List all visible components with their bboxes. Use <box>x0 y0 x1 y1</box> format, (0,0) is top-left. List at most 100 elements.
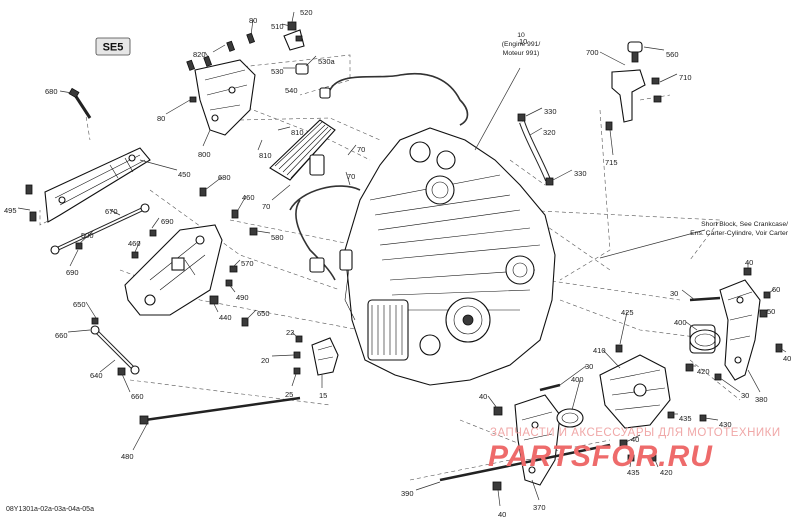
callout-420: 420 <box>697 367 710 376</box>
mount-bracket-380 <box>719 279 761 381</box>
callout-810: 810 <box>259 151 272 160</box>
section-badge: SE5 <box>95 37 131 56</box>
callout-40: 40 <box>479 392 487 401</box>
callout-70: 70 <box>357 145 365 154</box>
callout-460: 460 <box>128 239 141 248</box>
callout-15: 15 <box>319 391 327 400</box>
engine-note-line-1: 10 <box>517 32 525 39</box>
callout-640: 640 <box>90 371 103 380</box>
callout-80: 80 <box>249 16 257 25</box>
callout-leaders <box>17 11 787 507</box>
callout-680: 680 <box>218 173 231 182</box>
callout-460: 460 <box>242 193 255 202</box>
callout-420: 420 <box>660 468 673 477</box>
callout-400: 400 <box>571 375 584 384</box>
rubber-mount-400a <box>689 324 721 354</box>
callout-580: 580 <box>271 233 284 242</box>
callout-30: 30 <box>585 362 593 371</box>
callout-30: 30 <box>741 391 749 400</box>
bracket-700 <box>605 41 662 131</box>
short-block-note-line-2: Ens. Carter-Cylindre, Voir Carter <box>690 230 789 237</box>
callout-690: 690 <box>161 217 174 226</box>
callout-40: 40 <box>783 354 791 363</box>
right-fasteners <box>615 267 783 381</box>
small-fasteners-left <box>75 187 258 376</box>
callout-690: 690 <box>66 268 79 277</box>
callout-70: 70 <box>262 202 270 211</box>
rubber-mount-400b <box>556 408 584 428</box>
callout-480: 480 <box>121 452 134 461</box>
engine-assembly-10 <box>309 127 556 386</box>
callout-800: 800 <box>198 150 211 159</box>
ecu-finned-810 <box>269 119 336 181</box>
sensor-assembly <box>283 21 309 75</box>
callout-390: 390 <box>401 489 414 498</box>
callout-40: 40 <box>498 510 506 517</box>
callout-10: 10 <box>519 37 527 46</box>
engine-note-line-3: Moteur 991) <box>503 50 540 57</box>
callout-60: 60 <box>772 285 780 294</box>
callout-520: 520 <box>300 8 313 17</box>
callout-570: 570 <box>241 259 254 268</box>
bracket-800 <box>194 59 256 136</box>
callout-500: 500 <box>81 231 94 240</box>
callout-540: 540 <box>285 86 298 95</box>
callout-490: 490 <box>236 293 249 302</box>
link-rod-670 <box>50 203 150 255</box>
drawing-code: 08Y1301a-02a-03a-04a-05a <box>6 506 94 513</box>
wiring-harness <box>289 73 469 281</box>
callout-425: 425 <box>621 308 634 317</box>
cover-15 <box>293 335 339 376</box>
support-bracket-440 <box>124 224 223 316</box>
section-label: SE5 <box>103 42 124 54</box>
lower-fasteners <box>439 383 707 491</box>
tie-rod-640 <box>90 325 140 375</box>
callout-50: 50 <box>767 307 775 316</box>
callout-labels: 52051080820530a5305406808081081080070707… <box>4 8 791 517</box>
callout-22: 22 <box>286 328 294 337</box>
callout-430: 430 <box>719 420 732 429</box>
watermark-logo-text: PARTSFOR.RU <box>488 440 713 473</box>
callout-435: 435 <box>679 414 692 423</box>
callout-660: 660 <box>55 331 68 340</box>
callout-700: 700 <box>586 48 599 57</box>
bolt-680a <box>68 87 92 119</box>
callout-435: 435 <box>627 468 640 477</box>
mount-410 <box>599 354 671 429</box>
engine-note: 10 (Engine 991/ Moteur 991) <box>502 32 541 57</box>
callout-40: 40 <box>745 258 753 267</box>
engine-note-line-2: (Engine 991/ <box>502 41 541 48</box>
callout-495: 495 <box>4 206 17 215</box>
short-block-note-line-1: Short Block, See Crankcase/ <box>701 221 788 228</box>
mount-bracket-450 <box>44 147 151 223</box>
callout-510: 510 <box>271 22 284 31</box>
callout-30: 30 <box>670 289 678 298</box>
callout-660: 660 <box>131 392 144 401</box>
long-bolt-480 <box>139 396 301 425</box>
callout-20: 20 <box>261 356 269 365</box>
watermark-tagline: ЗАПЧАСТИ И АКСЕССУАРЫ ДЛЯ МОТОТЕХНИКИ <box>490 427 781 439</box>
callout-320: 320 <box>543 128 556 137</box>
callout-680: 680 <box>45 87 58 96</box>
callout-530a: 530a <box>318 57 336 66</box>
callout-40: 40 <box>631 435 639 444</box>
callout-450: 450 <box>178 170 191 179</box>
watermark: ЗАПЧАСТИ И АКСЕССУАРЫ ДЛЯ МОТОТЕХНИКИ PA… <box>488 427 781 473</box>
callout-330: 330 <box>574 169 587 178</box>
callout-370: 370 <box>533 503 546 512</box>
callout-400: 400 <box>674 318 687 327</box>
hose-320 <box>517 113 554 186</box>
callout-410: 410 <box>593 346 606 355</box>
callout-380: 380 <box>755 395 768 404</box>
callout-670: 670 <box>105 207 118 216</box>
callout-650: 650 <box>73 300 86 309</box>
callout-440: 440 <box>219 313 232 322</box>
callout-530: 530 <box>271 67 284 76</box>
callout-80: 80 <box>157 114 165 123</box>
callout-715: 715 <box>605 158 618 167</box>
callout-710: 710 <box>679 73 692 82</box>
callout-810: 810 <box>291 128 304 137</box>
callout-25: 25 <box>285 390 293 399</box>
callout-330: 330 <box>544 107 557 116</box>
